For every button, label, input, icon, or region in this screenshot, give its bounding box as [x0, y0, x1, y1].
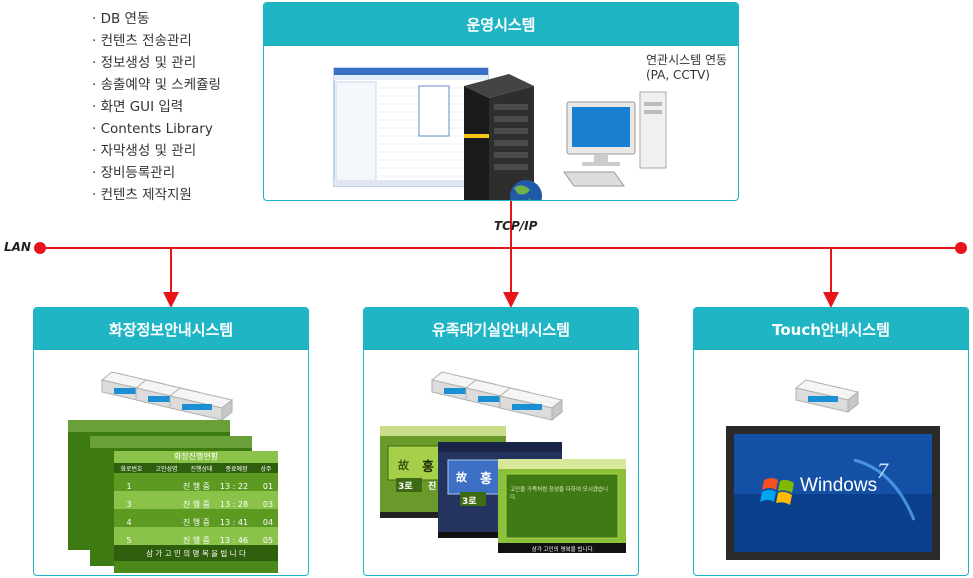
lan-endpoint-right [955, 242, 967, 254]
cremation-status-screen [114, 451, 278, 573]
lan-endpoint-left [34, 242, 46, 254]
related-system-label: 연관시스템 연동 (PA, CCTV) [646, 53, 728, 82]
waiting-screen-prefix: 故 [398, 459, 409, 472]
server-tower-icon [464, 74, 542, 200]
cremation-screen-row: 3 진 행 중 13 : 28 03 [126, 499, 274, 509]
waiting-room-system-box: 유족대기실안내시스템 [363, 307, 639, 576]
cremation-screen-header: 화장진행현황 [173, 452, 219, 461]
touch-screen-monitor [726, 426, 940, 560]
lan-label: LAN [4, 240, 31, 254]
waiting-screen-room-suffix: 진 [428, 482, 437, 492]
feature-item: 자막생성 및 관리 [92, 140, 221, 162]
windows-logo-icon [760, 478, 794, 505]
waiting-room-illustration [380, 371, 626, 553]
cremation-screen-row: 1 진 행 중 13 : 22 01 [126, 481, 274, 491]
cremation-info-system-title: 화장정보안내시스템 [34, 308, 308, 350]
waiting-screen-name: 홍 [422, 460, 434, 475]
cremation-screen-row: 5 진 행 중 13 : 46 05 [126, 535, 274, 545]
waiting-screen-footer: 삼가 고인의 명복을 빕니다. [531, 547, 595, 553]
cremation-screen-columns: 화로번호 고인성명 진행상태 종료예정 상주 [120, 466, 272, 473]
operating-system-illustration [333, 67, 667, 200]
cremation-info-system-box: 화장정보안내시스템 [33, 307, 309, 576]
feature-item: 정보생성 및 관리 [92, 52, 221, 74]
cremation-info-illustration [68, 371, 278, 573]
touch-info-system-box: Touch안내시스템 Windows 7 [693, 307, 969, 576]
waiting-screen-prefix-2: 故 [456, 471, 467, 484]
feature-item: 송출예약 및 스케쥴링 [92, 74, 221, 96]
feature-list: DB 연동 컨텐츠 전송관리 정보생성 및 관리 송출예약 및 스케쥴링 화면 … [92, 8, 221, 206]
touch-info-illustration [726, 379, 940, 560]
workstation-icon [563, 91, 667, 187]
waiting-screen-room: 3로 [398, 482, 413, 492]
network-switch-icon [498, 387, 564, 422]
feature-item: Contents Library [92, 118, 221, 140]
operating-system-box: 운영시스템 [263, 2, 739, 201]
feature-item: 장비등록관리 [92, 162, 221, 184]
cremation-screen-footer: 삼 가 고 인 의 명 복 을 빕 니 다 [146, 549, 246, 558]
windows-wordmark: Windows [800, 475, 878, 496]
touch-info-system-title: Touch안내시스템 [694, 308, 968, 350]
protocol-label: TCP/IP [494, 219, 538, 233]
feature-item: 컨텐츠 제작지원 [92, 184, 221, 206]
waiting-screen-note: 고인을 가족처럼 정성을 다하여 모시겠습니다. [510, 487, 609, 501]
management-software-window [333, 67, 489, 187]
waiting-screen-name-2: 홍 [480, 472, 492, 487]
network-switch-icon [168, 387, 234, 422]
feature-item: 화면 GUI 입력 [92, 96, 221, 118]
network-switch-icon [794, 379, 860, 414]
windows-version: 7 [877, 458, 888, 483]
cremation-screen-row: 4 진 행 중 13 : 41 04 [126, 517, 274, 527]
waiting-screen-room-2: 3로 [462, 497, 477, 507]
waiting-room-system-title: 유족대기실안내시스템 [364, 308, 638, 350]
waiting-room-screen [498, 459, 626, 553]
feature-item: 컨텐츠 전송관리 [92, 30, 221, 52]
feature-item: DB 연동 [92, 8, 221, 30]
operating-system-title: 운영시스템 [264, 3, 738, 46]
